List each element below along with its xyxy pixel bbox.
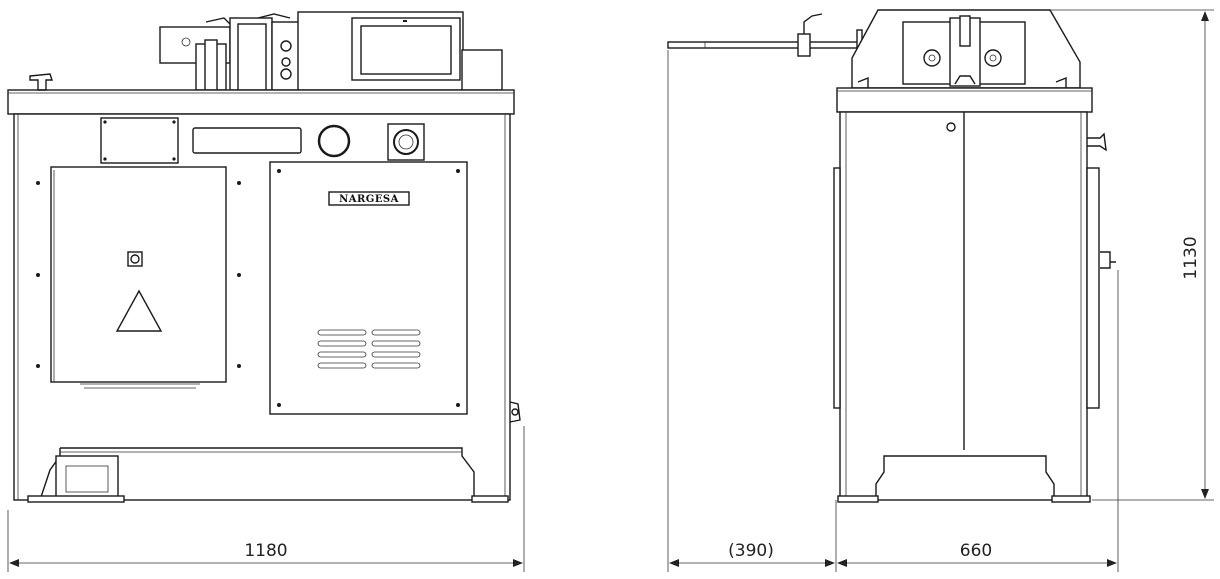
front-pedal-connector [509,401,521,423]
brand-logo: NARGESA [339,194,399,205]
brand-logo-plate [328,191,410,206]
front-vent-slots [317,329,421,369]
dim-label-660: 660 [960,541,992,561]
front-display-window [192,127,302,154]
side-base-cutout [875,455,1055,500]
front-top-tooling [159,11,503,91]
side-gauge-bar [667,41,869,49]
dim-label-390: (390) [728,541,774,561]
front-round-button [317,124,351,158]
front-motor-block [55,455,119,501]
dimension-side-depth: 660 [837,270,1119,572]
main-switch [127,251,143,267]
warning-triangle [115,289,163,332]
dimension-height: 1130 [1050,9,1214,501]
front-tabletop [7,89,515,115]
front-top-knob [29,73,53,91]
dimension-side-extension: (390) [667,50,837,572]
dim-label-1130: 1130 [1181,236,1201,279]
side-view [667,9,1116,503]
dim-label-1180: 1180 [244,541,287,561]
side-pedal-connector [1100,251,1116,269]
side-tabletop [836,87,1093,113]
front-electrical-door [50,166,227,383]
front-view: NARGESA [7,11,521,503]
side-handle-knob [1087,132,1107,152]
front-nameplate [100,117,179,164]
dimension-front-width: 1180 [7,426,525,572]
